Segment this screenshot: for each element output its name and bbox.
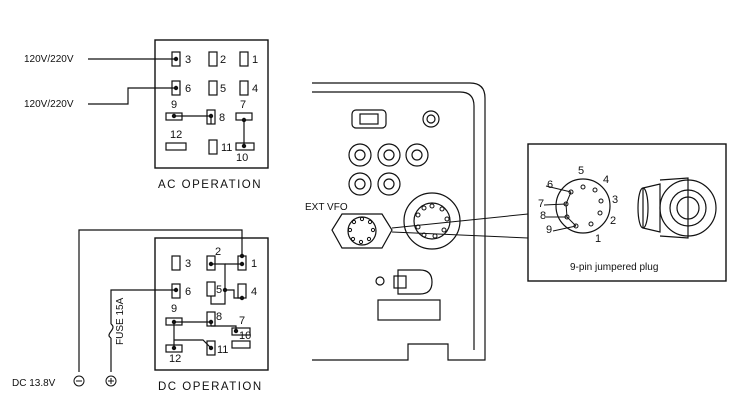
plug-detail: 5 4 3 2 1 9 8 7 6 9-pin jumpered plug [527,143,727,282]
ac-connector-diagram: 3 2 1 6 5 4 9 8 7 12 11 10 120V/220V 120… [24,39,269,191]
plug-pin-1: 1 [595,233,601,245]
dc-pin-10: 10 [239,330,251,342]
fuse-symbol [108,323,114,339]
plug-side-view [637,177,717,239]
ac-pin-11: 11 [221,142,232,154]
dc-jumper-12-11 [174,339,212,349]
dc-pin-11: 11 [217,344,228,356]
plug-pin-3: 3 [612,194,618,206]
ac-pin-10: 10 [236,152,248,164]
dc-negative-lead [78,229,243,372]
ac-pin-8: 8 [219,112,225,124]
plug-pin-5: 5 [578,165,584,177]
dc-pin-9: 9 [171,303,177,315]
ac-operation-title: AC OPERATION [158,179,262,191]
radio-rear-panel: EXT VFO [305,82,529,361]
ac-pin-9: 9 [171,99,177,111]
dc-pin-1: 1 [251,258,257,270]
plug-detail-frame [527,143,727,282]
dc-positive-lead-upper [110,289,176,324]
ac-pin-4: 4 [252,83,258,95]
ext-vfo-label: EXT VFO [305,202,348,213]
ac-pin-12: 12 [170,129,182,141]
plug-face [555,178,611,234]
ac-slot-5 [208,80,218,96]
negative-terminal-icon [73,375,85,387]
plug-pin-7: 7 [538,198,544,210]
dc-pin-5: 5 [216,284,222,296]
screw [375,276,385,286]
leader-line-bottom [391,231,529,239]
dc-slot-7 [231,327,251,336]
ac-slot-12 [165,142,187,151]
ac-input-label-1: 120V/220V [24,54,74,65]
ac-slot-11 [208,139,218,155]
dc-operation-title: DC OPERATION [158,381,263,393]
positive-terminal-icon [105,375,117,387]
jack-row-2 [348,172,401,196]
ac-slot-2 [208,51,218,67]
plug-pin-4: 4 [603,174,609,186]
dc-connector-diagram: 3 2 1 6 5 4 9 8 7 12 11 10 [12,229,269,393]
ac-pin-6: 6 [185,83,191,95]
plug-pin-6: 6 [547,179,553,191]
dc-jumper-5-4 [225,289,242,299]
leader-line-top [391,213,529,229]
dc-pin-12: 12 [169,353,181,365]
tube-socket [403,192,461,250]
label-plate [377,299,441,321]
chassis-outline [312,82,486,361]
ac-slot-4 [239,80,249,96]
dc-slot-3 [171,255,181,271]
dc-pin-8: 8 [216,311,222,323]
dc-pin-7: 7 [239,315,245,327]
plug-pin-8: 8 [540,210,546,222]
ac-pin-2: 2 [220,54,226,66]
ac-input-label-2: 120V/220V [24,99,74,110]
dc-pin-3: 3 [185,258,191,270]
plug-pin-9: 9 [546,224,552,236]
ac-pin-1: 1 [252,54,258,66]
accessory-port [351,109,387,129]
jack-row-1 [348,143,429,167]
ac-input-lead-2 [88,87,176,105]
power-connector [397,269,433,295]
dc-slot-5 [206,281,216,297]
dc-pin-6: 6 [185,286,191,298]
ac-pin-5: 5 [220,83,226,95]
ground-post [422,110,440,128]
dc-jumper-2-5 [210,263,226,305]
dc-pin-2: 2 [215,246,221,258]
ac-slot-1 [239,51,249,67]
plug-caption: 9-pin jumpered plug [570,262,658,273]
ext-vfo-socket[interactable] [331,213,393,249]
dc-pin-4: 4 [251,286,257,298]
plug-pin-2: 2 [610,215,616,227]
ac-pin-7: 7 [240,99,246,111]
dc-supply-label: DC 13.8V [12,378,56,389]
ac-pin-3: 3 [185,54,191,66]
fuse-label: FUSE 15A [115,297,126,345]
plug-jumper [565,191,577,227]
dc-slot-10 [231,340,251,349]
